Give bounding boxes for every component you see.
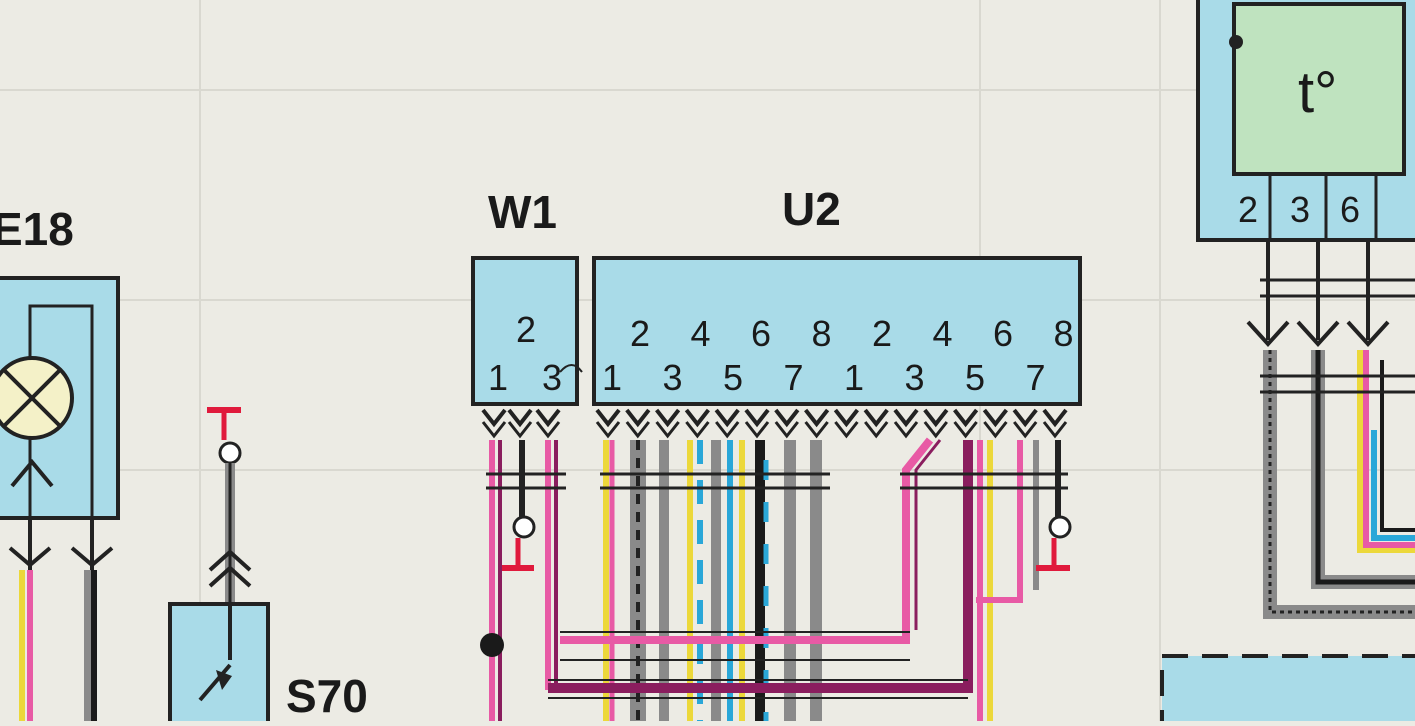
u2-pin-bottom-6: 3	[905, 357, 925, 398]
u2-terminal-10-inner	[864, 421, 889, 439]
dashed-component-block	[1160, 654, 1415, 726]
u2-terminal-4-inner	[685, 421, 710, 439]
u2-pin-top-5: 2	[872, 313, 892, 354]
u2-terminal-3-inner	[655, 421, 680, 439]
w1-label: W1	[488, 186, 557, 238]
ground-u2-symbol	[1036, 515, 1072, 571]
u2-terminal-2-inner	[625, 421, 650, 439]
u2-terminal-14	[982, 408, 1008, 428]
u2-terminal-15	[1012, 408, 1038, 428]
ground-w1-symbol	[502, 515, 536, 571]
temperature-sensor-component: t° 2 3 6	[1196, 0, 1415, 242]
u2-pin-top-6: 4	[933, 313, 953, 354]
u2-terminal-6-inner	[744, 421, 770, 439]
u2-terminal-11-inner	[893, 421, 919, 439]
u2-terminal-12	[923, 408, 949, 428]
u2-terminal-13	[953, 408, 979, 428]
u2-pin-bottom-7: 5	[965, 357, 985, 398]
w1-pin-1: 1	[488, 357, 508, 398]
w1-connector: W1 2 1 3	[471, 186, 583, 406]
u2-pin-top-4: 8	[812, 313, 832, 354]
u2-terminal-1-inner	[595, 421, 621, 439]
u2-pin-bottom-2: 3	[663, 357, 683, 398]
u2-terminal-5	[714, 408, 740, 428]
u2-terminal-10	[863, 408, 889, 428]
u2-terminal-7-inner	[774, 421, 799, 439]
s70-switch-component: S70	[168, 602, 368, 726]
u2-pin-top-7: 6	[993, 313, 1013, 354]
temperature-symbol: t°	[1298, 60, 1337, 125]
w1-terminal-2	[507, 408, 533, 428]
u2-terminal-13-inner	[953, 421, 978, 439]
u2-terminal-8-inner	[804, 421, 829, 439]
harness-wires	[480, 437, 1068, 721]
w1-terminal-1-inner	[481, 421, 507, 439]
u2-terminal-16-inner	[1042, 421, 1068, 439]
connector-terminals	[481, 408, 1068, 439]
e18-wires	[8, 520, 114, 721]
u2-terminal-2	[625, 408, 651, 428]
w1-terminal-3-inner	[535, 421, 561, 439]
u2-pin-top-2: 4	[691, 313, 711, 354]
u2-pin-bottom-4: 7	[784, 357, 804, 398]
u2-pin-top-3: 6	[751, 313, 771, 354]
u2-pin-top-8: 8	[1054, 313, 1074, 354]
u2-pin-bottom-1: 1	[602, 357, 622, 398]
u2-terminal-1	[595, 408, 621, 428]
ground-top-symbol	[207, 407, 242, 465]
u2-terminal-5-inner	[715, 421, 740, 439]
u2-label: U2	[782, 183, 841, 235]
u2-terminal-4	[684, 408, 710, 428]
w1-pin-3: 3	[542, 357, 562, 398]
u2-terminal-9	[833, 408, 859, 428]
sensor-pin-6: 6	[1340, 189, 1360, 230]
temperature-sensor-wires	[1246, 240, 1415, 619]
u2-terminal-8	[804, 408, 830, 428]
u2-terminal-16	[1042, 408, 1068, 428]
u2-terminal-14-inner	[983, 421, 1008, 439]
u2-terminal-11	[893, 408, 919, 428]
w1-terminal-1	[481, 408, 507, 428]
sensor-pin-2: 2	[1238, 189, 1258, 230]
u2-terminal-15-inner	[1013, 421, 1038, 439]
w1-terminal-3	[535, 408, 561, 428]
e18-lamp-component: E18	[0, 203, 120, 520]
u2-terminal-12-inner	[923, 421, 948, 439]
lamp-icon	[0, 356, 74, 440]
u2-terminal-3	[655, 408, 681, 428]
e18-label: E18	[0, 203, 74, 255]
s70-wire	[208, 463, 252, 605]
u2-terminal-6	[744, 408, 770, 428]
s70-label: S70	[286, 670, 368, 721]
u2-pin-bottom-3: 5	[723, 357, 743, 398]
w1-pin-2: 2	[516, 309, 536, 350]
u2-pin-top-1: 2	[630, 313, 650, 354]
w1-terminal-2-inner	[507, 421, 533, 439]
u2-terminal-9-inner	[834, 421, 859, 439]
u2-pin-bottom-8: 7	[1026, 357, 1046, 398]
u2-terminal-7	[774, 408, 800, 428]
sensor-pin-3: 3	[1290, 189, 1310, 230]
u2-pin-bottom-5: 1	[844, 357, 864, 398]
